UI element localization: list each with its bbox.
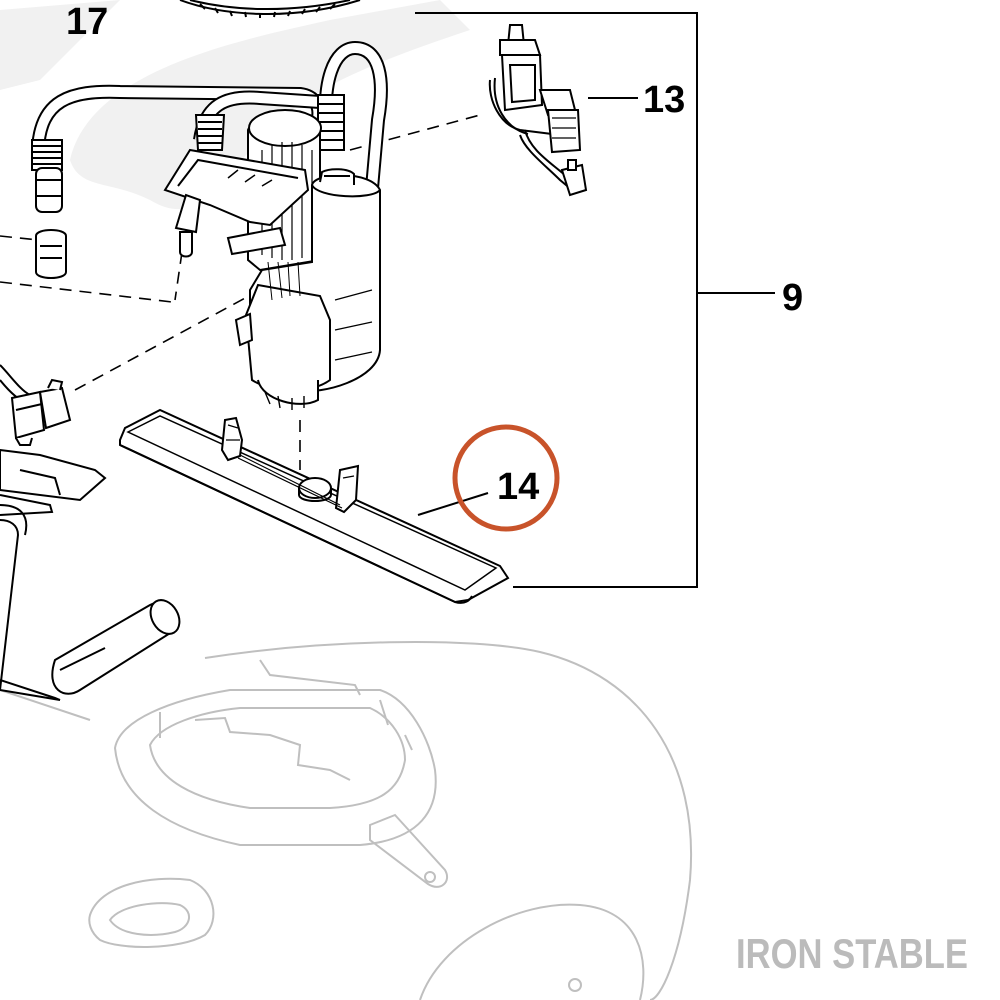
connector-harness-icon bbox=[488, 24, 588, 197]
watermark-label: IRON STABLE bbox=[736, 930, 968, 977]
fuel-pump-icon bbox=[163, 40, 388, 410]
lock-ring-partial-icon bbox=[179, 0, 361, 18]
assembly-bracket bbox=[415, 12, 775, 588]
highlight-ring bbox=[452, 424, 560, 532]
callout-14: 14 bbox=[497, 466, 539, 508]
tank-outline-icon bbox=[0, 640, 693, 1000]
callout-9: 9 bbox=[782, 277, 803, 319]
float-arm-icon bbox=[0, 599, 181, 701]
left-connector-icon bbox=[0, 364, 107, 701]
callout-13: 13 bbox=[643, 79, 685, 121]
callout-17: 17 bbox=[66, 1, 108, 43]
callout-leader-lines bbox=[417, 97, 638, 516]
base-plate-icon bbox=[119, 408, 510, 604]
